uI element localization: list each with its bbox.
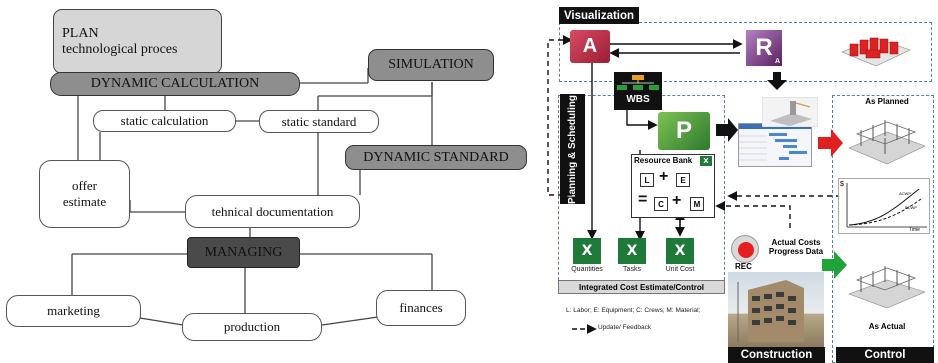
dynamic-standard-label: DYNAMIC STANDARD [363, 149, 509, 165]
unit-cost-label: Unit Cost [665, 266, 695, 273]
revit-down-arrow [767, 72, 787, 90]
simulation-label: SIMULATION [388, 57, 474, 72]
production-label: production [223, 319, 281, 334]
construction-photo [728, 272, 824, 347]
chart-y-label: $ [840, 181, 844, 188]
rec-button-outer [731, 235, 759, 263]
gantt-bars [739, 124, 811, 161]
project-letter: P [675, 117, 692, 144]
static-standard-label: static standard [281, 113, 357, 129]
technical-documentation-box: tehnical documentation [185, 195, 360, 228]
technical-documentation-label: tehnical documentation [211, 203, 334, 219]
plan-subtitle: technological proces [62, 41, 178, 57]
tasks-excel-icon: X [618, 238, 646, 264]
static-calculation-label: static calculation [120, 113, 209, 128]
actual-costs-label: Actual Costs [771, 238, 821, 247]
quantities-label: Quantities [571, 266, 603, 273]
access-letter: A [582, 35, 598, 57]
visualization-label: Visualization [563, 9, 635, 22]
plus-operator-1: + [659, 168, 669, 185]
marketing-box: marketing [6, 295, 141, 327]
cell-crews: C [654, 197, 668, 211]
wbs-label: WBS [626, 94, 650, 105]
legend-text: L: Labor; E: Equipment; C: Crews; M: Mat… [566, 307, 701, 314]
project-right-arrow [716, 118, 738, 142]
planning-scheduling-header: Planning & Scheduling [560, 94, 585, 204]
managing-label: MANAGING [204, 244, 283, 260]
revit-sub-letter: A [774, 58, 780, 65]
s-curve-chart-svg [846, 183, 927, 228]
offer-estimate-box: offer estimate [39, 160, 130, 228]
resource-bank-excel-icon: X [700, 156, 712, 166]
managing-box: MANAGING [187, 237, 300, 268]
cell-material: M [690, 197, 704, 211]
s-curve-chart: $ Time ACWP BCWP [838, 178, 930, 234]
red-right-arrow [818, 129, 843, 157]
visualization-header: Visualization [559, 7, 639, 24]
update-feedback-label: Update/ Feedback [598, 324, 652, 331]
plus-operator-2: + [672, 192, 682, 209]
chart-curve-2-label: BCWP [905, 205, 917, 210]
finances-box: finances [376, 290, 466, 326]
construction-building-drawing [737, 280, 804, 342]
dynamic-standard-box: DYNAMIC STANDARD [345, 145, 527, 170]
plan-title: PLAN [62, 25, 99, 41]
dynamic-calculation-label: DYNAMIC CALCULATION [90, 76, 260, 91]
ms-project-icon: P [658, 112, 710, 150]
excel-letter: X [703, 157, 709, 165]
revit-icon: R A [746, 30, 782, 66]
access-icon: A [570, 30, 610, 63]
static-standard-box: static standard [259, 110, 379, 133]
static-calculation-box: static calculation [93, 110, 236, 132]
integrated-cost-bar: Integrated Cost Estimate/Control [558, 280, 725, 294]
offer-label: offer [71, 178, 98, 193]
construction-header: Construction [728, 347, 825, 363]
production-box: production [182, 313, 322, 341]
control-label: Control [864, 349, 906, 361]
construction-label: Construction [740, 349, 813, 361]
wbs-icon: WBS [614, 72, 662, 110]
chart-curve-1-label: ACWP [899, 191, 911, 196]
resource-bank-label: Resource Bank [634, 156, 693, 165]
control-header: Control [836, 347, 934, 363]
revit-letter: R [755, 34, 773, 61]
cell-labor: L [640, 173, 654, 187]
excel-letter: X [626, 243, 638, 259]
unit-cost-excel-icon: X [666, 238, 694, 264]
building-3d-thumbnail [762, 97, 818, 127]
model-3d-icon [841, 37, 911, 67]
equals-operator: = [638, 191, 648, 208]
resource-bank-box: Resource Bank X L + E = C + M [631, 154, 715, 218]
marketing-label: marketing [47, 303, 100, 318]
as-planned-model [848, 120, 926, 165]
as-planned-label: As Planned [865, 97, 909, 106]
chart-x-label: Time [909, 227, 920, 233]
actual-costs-block: Actual Costs Progress Data [768, 238, 824, 256]
wbs-tree-icon [617, 75, 659, 90]
rec-icon [738, 242, 754, 258]
gantt-screenshot [738, 123, 812, 167]
progress-data-label: Progress Data [768, 247, 824, 256]
plan-box: PLAN technological proces [53, 9, 222, 74]
quantities-excel-icon: X [573, 238, 601, 264]
integrated-cost-label: Integrated Cost Estimate/Control [579, 282, 704, 292]
as-actual-model [848, 266, 926, 309]
dynamic-calculation-box: DYNAMIC CALCULATION [50, 72, 300, 96]
cell-equipment: E [676, 173, 690, 187]
tasks-label: Tasks [623, 266, 641, 273]
simulation-box: SIMULATION [368, 49, 494, 81]
excel-letter: X [674, 243, 686, 259]
green-right-arrow [822, 251, 847, 279]
estimate-label: estimate [62, 194, 107, 209]
finances-label: finances [399, 300, 443, 315]
rec-label: REC [735, 262, 752, 271]
as-actual-label: As Actual [868, 322, 906, 331]
excel-letter: X [581, 243, 593, 259]
